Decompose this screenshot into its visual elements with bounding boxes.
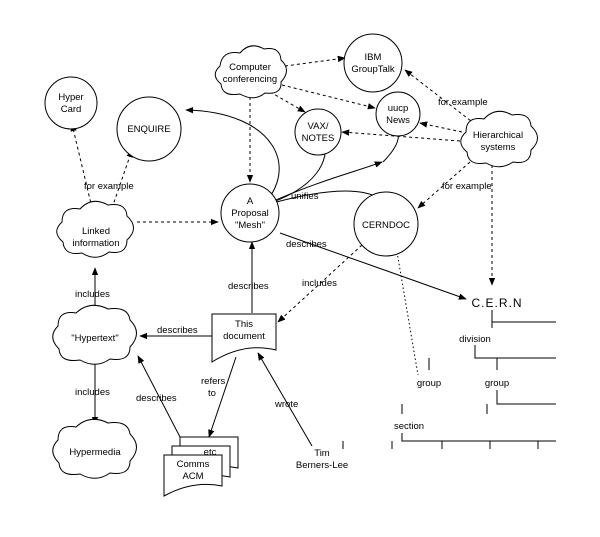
node-hypertext[interactable]: "Hypertext" (52, 304, 137, 365)
label-unifies: unifies (291, 191, 319, 202)
edge-hier-grouptalk (404, 69, 481, 129)
label-describes-hypertext: describes (157, 325, 198, 336)
label-includes-hypermedia: includes (75, 387, 110, 398)
edge-linked-enquire (111, 149, 133, 209)
label-refers: refers (201, 376, 226, 387)
node-enquire[interactable]: ENQUIRE (116, 96, 182, 162)
edge-document-cards (208, 356, 237, 438)
grouptalk-label-2: GroupTalk (351, 64, 395, 75)
group-label-2: group (485, 378, 509, 389)
enquire-label: ENQUIRE (127, 124, 170, 135)
uucp-label-1: uucp (388, 103, 409, 114)
edge-linked-hypercard (70, 123, 93, 209)
label-describes-document: describes (228, 281, 269, 292)
document-label-1: This (235, 319, 253, 330)
node-linked[interactable]: Linked information (56, 200, 134, 258)
node-hypermedia[interactable]: Hypermedia (52, 418, 137, 479)
hypertext-label: "Hypertext" (71, 333, 118, 344)
group-label-1: group (417, 378, 441, 389)
edge-labels: for example for example for example unif… (75, 97, 492, 410)
hierarchical-label-1: Hierarchical (473, 130, 523, 141)
label-includes-linked: includes (75, 289, 110, 300)
tim-label-1: Tim (314, 448, 330, 459)
hypercard-label-1: Hyper (58, 92, 83, 103)
cern-label: C.E.R.N (471, 296, 522, 310)
cerndoc-label: CERNDOC (362, 220, 410, 231)
label-describes-proposal: describes (286, 239, 327, 250)
cards-label-comms: Comms (177, 459, 210, 470)
label-describes-cards: describes (136, 393, 177, 404)
proposal-label-3: "Mesh" (235, 220, 265, 231)
org-tree (342, 310, 556, 449)
node-document[interactable]: This document (211, 313, 277, 363)
section-label: section (394, 421, 424, 432)
label-for-example-linked: for example (84, 181, 134, 192)
tim-label-2: Berners-Lee (296, 460, 348, 471)
cards-label-etc: etc (204, 447, 217, 458)
label-to: to (208, 388, 216, 399)
node-cards[interactable]: etc Comms ACM (163, 436, 239, 497)
edge-hier-vax (341, 129, 461, 142)
proposal-label-1: A (247, 196, 254, 207)
label-includes-cerndoc: includes (302, 278, 337, 289)
edge-hier-uucp (419, 121, 463, 133)
document-label-2: document (223, 331, 265, 342)
edge-cerndoc-document (277, 244, 363, 323)
proposal-label-2: Proposal (231, 208, 269, 219)
hypermedia-label: Hypermedia (69, 447, 121, 458)
label-for-example-cerndoc: for example (442, 181, 492, 192)
node-hierarchical[interactable]: Hierarchical systems (460, 110, 538, 168)
edge-conf-vax (269, 91, 306, 113)
hypercard-label-2: Card (61, 104, 82, 115)
edge-unifies-uucp-tail (382, 131, 399, 163)
node-vax[interactable]: VAX/ NOTES (294, 108, 342, 156)
vax-label-2: NOTES (302, 133, 335, 144)
node-tim[interactable]: Tim Berners-Lee (296, 448, 348, 471)
node-hypercard[interactable]: Hyper Card (44, 76, 98, 130)
node-conferencing[interactable]: Computer conferencing (214, 45, 287, 99)
conferencing-label-1: Computer (229, 62, 271, 73)
edge-unifies-enquire (185, 106, 280, 207)
node-uucp[interactable]: uucp News (375, 91, 421, 137)
edge-proposal-cern (279, 232, 467, 300)
uucp-label-2: News (386, 115, 410, 126)
edge-conf-grouptalk (284, 55, 346, 67)
linked-label-1: Linked (82, 226, 110, 237)
edge-tim-document (257, 352, 313, 447)
label-for-example-hier: for example (438, 97, 488, 108)
edge-cards-hypertext (137, 355, 181, 438)
cards-label-acm: ACM (182, 471, 203, 482)
division-label: division (459, 334, 491, 345)
linked-label-2: information (73, 238, 120, 249)
edge-cerndoc-group (396, 251, 419, 376)
node-cerndoc[interactable]: CERNDOC (353, 191, 419, 257)
node-proposal[interactable]: A Proposal "Mesh" (220, 183, 280, 243)
hierarchical-label-2: systems (481, 142, 516, 153)
grouptalk-label-1: IBM (365, 52, 382, 63)
node-grouptalk[interactable]: IBM GroupTalk (343, 33, 403, 93)
vax-label-1: VAX/ (308, 121, 329, 132)
edge-conf-uucp (281, 84, 376, 110)
label-wrote: wrote (274, 399, 298, 410)
edge-unifies-uucp (261, 161, 383, 207)
conferencing-label-2: conferencing (223, 74, 277, 85)
